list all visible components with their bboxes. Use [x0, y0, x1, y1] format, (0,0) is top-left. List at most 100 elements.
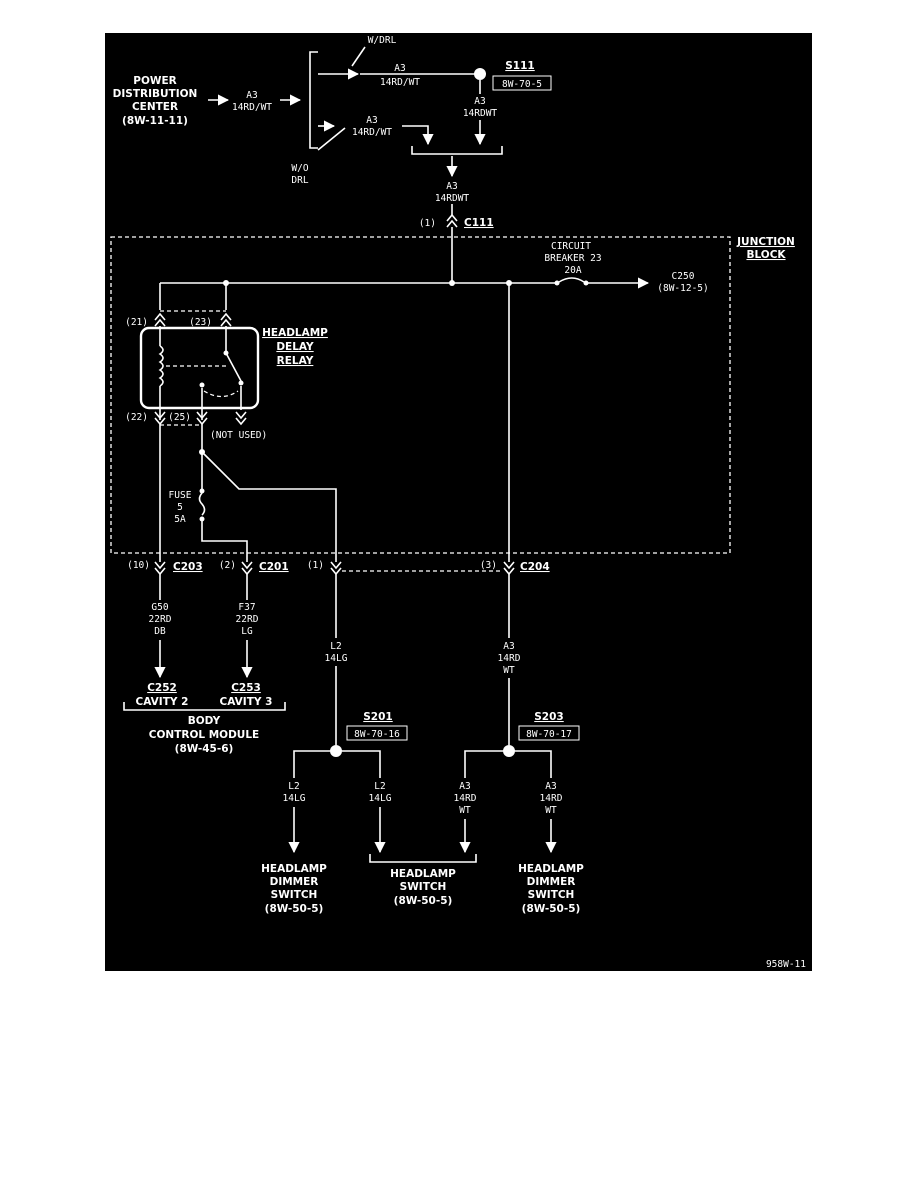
wo-drl-label-2: DRL [291, 175, 308, 186]
s201-splice [330, 745, 342, 757]
c203-pin: (10) [127, 560, 150, 571]
branch-a3-left-code: A3 [459, 781, 470, 792]
wo-drl-spec: 14RD/WT [352, 127, 392, 138]
s201-ref-box [346, 725, 408, 741]
branch-l2-left-spec: 14LG [283, 793, 306, 804]
s203-ref-box [518, 725, 580, 741]
dimmer-right-ref: (8W-50-5) [522, 903, 581, 915]
fuse-label-1: FUSE [169, 490, 192, 501]
pin21-connector-icon [154, 312, 166, 327]
g50-spec: 22RD [149, 614, 172, 625]
a3-color: WT [503, 665, 515, 676]
c111-pin: (1) [419, 218, 436, 229]
relay-switch-arm-icon [225, 352, 242, 382]
w-drl-code: A3 [394, 63, 405, 74]
branch-l2-right-spec: 14LG [369, 793, 392, 804]
w-drl-spec: 14RD/WT [380, 77, 420, 88]
relay-title-3: RELAY [277, 355, 314, 367]
headlamp-switch-label: HEADLAMP SWITCH (8W-50-5) [390, 868, 456, 907]
relay-title-1: HEADLAMP [262, 327, 328, 339]
cb-label-2: BREAKER 23 [544, 253, 601, 264]
dimmer-right-1: HEADLAMP [518, 863, 584, 875]
dimmer-left-ref: (8W-50-5) [265, 903, 324, 915]
dimmer-right-label: HEADLAMP DIMMER SWITCH (8W-50-5) [518, 863, 584, 915]
s203-right-branch [515, 750, 552, 778]
s203-splice [503, 745, 515, 757]
s203-ref: 8W-70-17 [526, 729, 572, 740]
fuse-icon [198, 492, 206, 516]
g50-color: DB [154, 626, 166, 637]
wo-drl-label-1: W/O [291, 163, 308, 174]
g50-code: G50 [151, 602, 168, 613]
f37-color: LG [241, 626, 253, 637]
f37-code: F37 [238, 602, 255, 613]
f37-spec: 22RD [236, 614, 259, 625]
l2-code: L2 [330, 641, 341, 652]
c203-name: C203 [173, 561, 203, 573]
fuse-label-2: 5 [177, 502, 183, 513]
branch-l2-left-code: L2 [288, 781, 299, 792]
circuit-breaker-icon [558, 277, 585, 283]
pdc-label: POWER DISTRIBUTION CENTER (8W-11-11) [113, 75, 198, 127]
pdc-wire-code: A3 [246, 90, 257, 101]
c253-name: C253 [231, 682, 261, 694]
c201-name: C201 [259, 561, 289, 573]
pin23-connector-icon [220, 312, 232, 327]
junction-block-title-1: JUNCTION [736, 236, 795, 248]
cb-terminal-right [583, 280, 589, 286]
branch-a3-right-code: A3 [545, 781, 556, 792]
dimmer-left-3: SWITCH [271, 889, 318, 901]
branch-a3-left-color: WT [459, 805, 471, 816]
feed-spec: 14RDWT [435, 193, 470, 204]
cb-label-1: CIRCUIT [551, 241, 591, 252]
c252-cavity: CAVITY 2 [136, 696, 189, 708]
relay-title-2: DELAY [276, 341, 314, 353]
s111-ref-box [492, 75, 552, 91]
relay-pin21: (21) [125, 317, 148, 328]
headlamp-switch-ref: (8W-50-5) [394, 895, 453, 907]
c204-name: C204 [520, 561, 550, 573]
s203-left-branch [464, 750, 503, 778]
l2-spec: 14LG [325, 653, 348, 664]
switch-no-contact [199, 382, 205, 388]
relay-pin23: (23) [189, 317, 212, 328]
headlamp-switch-1: HEADLAMP [390, 868, 456, 880]
relay-not-used: (NOT USED) [210, 430, 267, 441]
s111-ref: 8W-70-5 [502, 79, 542, 90]
wo-drl-code: A3 [366, 115, 377, 126]
bcm-ref: (8W-45-6) [175, 743, 234, 755]
a3-code: A3 [503, 641, 514, 652]
relay-box [139, 326, 260, 410]
s201-right-branch [342, 750, 381, 778]
branch-a3-left-spec: 14RD [454, 793, 477, 804]
bcm-title-2: CONTROL MODULE [149, 729, 259, 741]
c201-pin: (2) [219, 560, 236, 571]
c204-pin1: (1) [307, 560, 324, 571]
s201-ref: 8W-70-16 [354, 729, 400, 740]
branch-a3-right-color: WT [545, 805, 557, 816]
fuse-terminal-bottom [199, 516, 205, 522]
s111-spec: 14RDWT [463, 108, 498, 119]
f37-internal-wire [201, 521, 248, 562]
fuse-rating: 5A [174, 514, 186, 525]
wo-drl-wire [402, 125, 434, 146]
dimmer-left-label: HEADLAMP DIMMER SWITCH (8W-50-5) [261, 863, 327, 915]
feed-code: A3 [446, 181, 457, 192]
c111-connector-icon [446, 213, 458, 228]
s111-splice [474, 68, 486, 80]
relay-pin25: (25) [168, 412, 191, 423]
headlamp-switch-bracket [369, 854, 477, 863]
c253-cavity: CAVITY 3 [220, 696, 273, 708]
branch-l2-right-code: L2 [374, 781, 385, 792]
c250-name: C250 [672, 271, 695, 282]
cb-terminal-left [554, 280, 560, 286]
relay-coil-icon [158, 345, 164, 387]
switch-nc-contact [238, 380, 244, 386]
fuse-terminal-top [199, 488, 205, 494]
figure-id: 958W-11 [766, 959, 806, 970]
l2-internal-wire [201, 451, 337, 562]
feed-bracket [411, 146, 503, 155]
c204-pin3: (3) [480, 560, 497, 571]
bcm-title-1: BODY [188, 715, 221, 727]
